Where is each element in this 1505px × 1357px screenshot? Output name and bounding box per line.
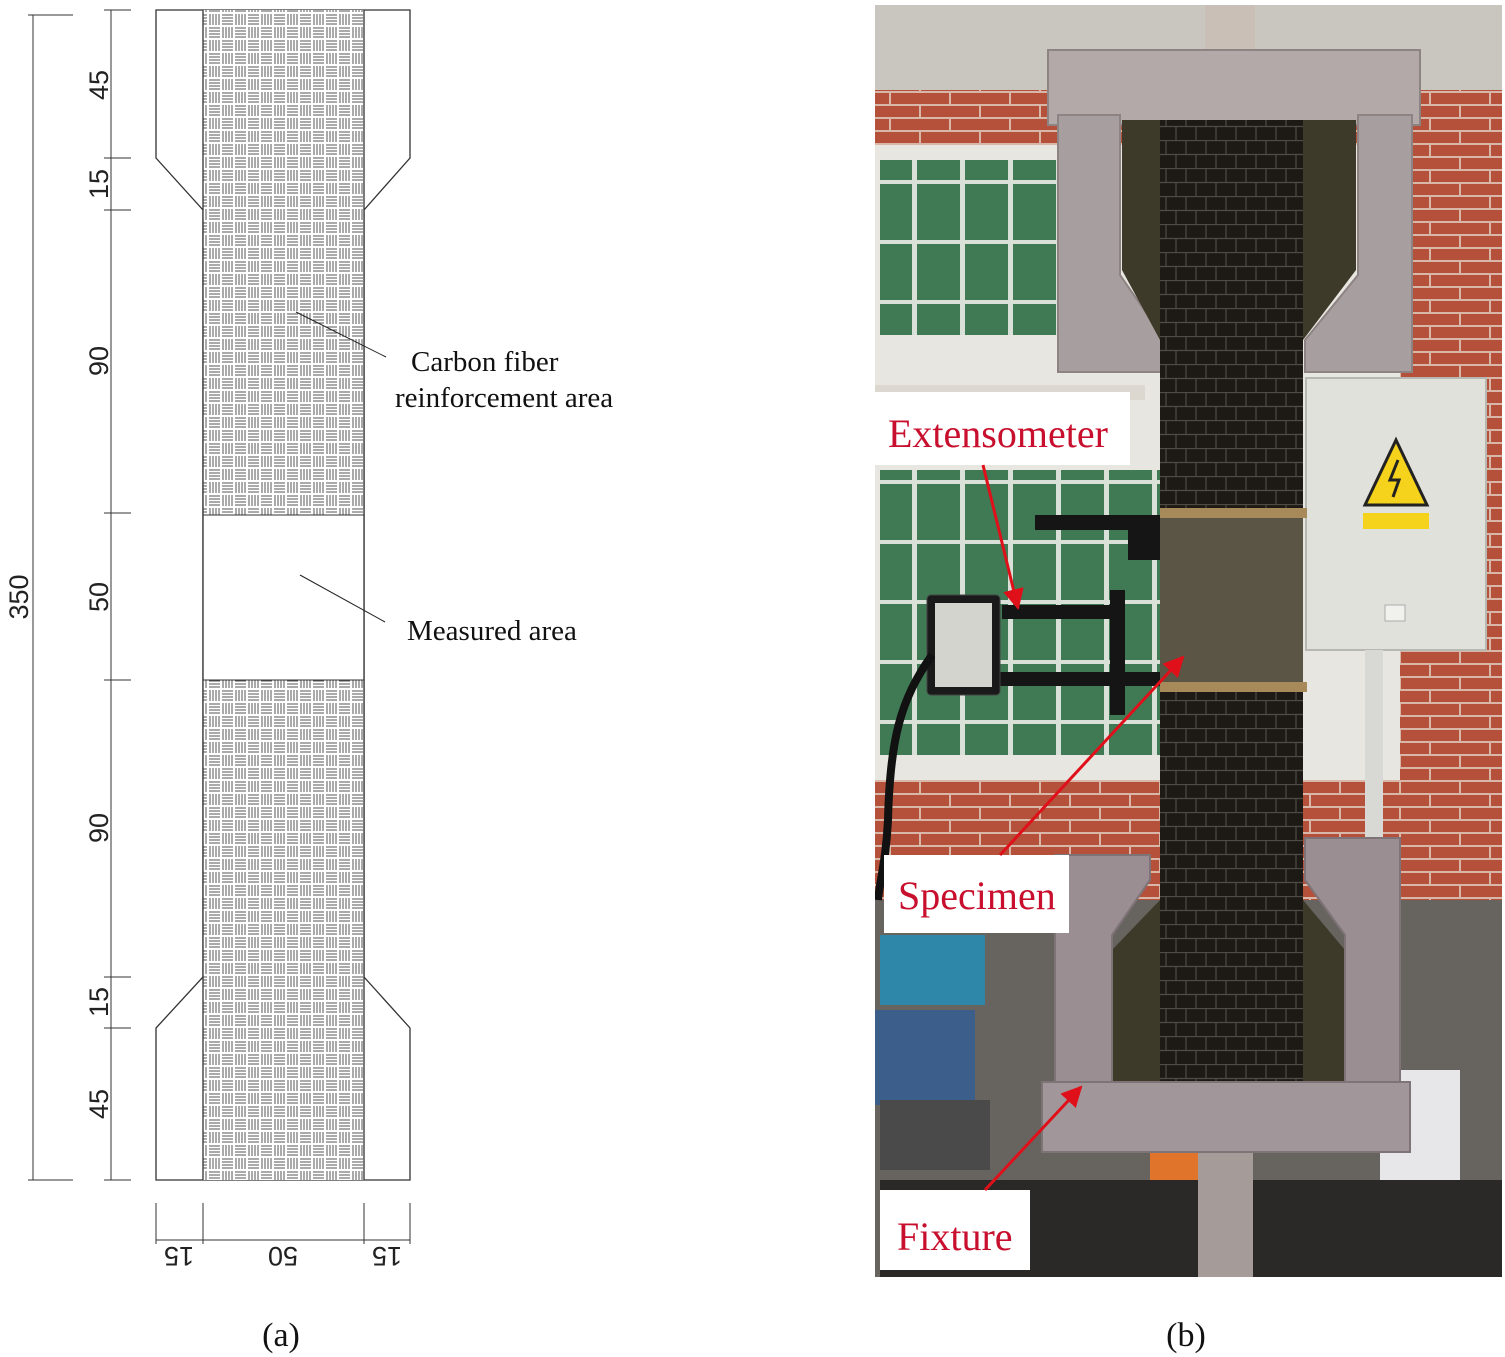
dim-v1: 45 (84, 70, 114, 100)
label-extensometer: Extensometer (888, 411, 1108, 456)
arrow-extensometer (981, 464, 1024, 611)
dim-v2: 15 (84, 169, 114, 199)
lower-fixture (1041, 837, 1411, 1153)
specimen-label-box (884, 855, 1069, 933)
label-fixture: Fixture (897, 1214, 1013, 1259)
leader-measured (299, 574, 386, 623)
upper-fixture (1047, 49, 1421, 373)
panel-b-photo: Extensometer Specimen Fixture (b) (875, 5, 1502, 1354)
label-carbon-line1: Carbon fiber (411, 346, 559, 378)
measured-area (202, 514, 365, 681)
dim-h1: 15 (164, 1241, 194, 1271)
dim-v5: 90 (84, 813, 114, 843)
photo-specimen (1112, 120, 1356, 1085)
fixture-label-box (880, 1190, 1030, 1270)
panel-a-drawing: 350 45 15 90 50 90 15 45 15 50 15 Carbon… (4, 9, 613, 1354)
carbon-fiber-area-bottom (203, 680, 364, 1180)
dim-v3: 90 (84, 346, 114, 376)
window-upper (880, 160, 1060, 335)
caption-a: (a) (262, 1317, 300, 1354)
extensometer-label-box (875, 392, 1130, 465)
arrow-fixture (983, 1085, 1083, 1192)
caption-b: (b) (1166, 1317, 1206, 1354)
arrow-specimen (998, 655, 1185, 857)
dim-v4: 50 (84, 582, 114, 612)
leader-carbon (295, 311, 387, 358)
label-measured: Measured area (407, 615, 577, 647)
label-specimen: Specimen (898, 873, 1056, 918)
dim-v7: 45 (84, 1089, 114, 1119)
label-carbon-line2: reinforcement area (395, 382, 613, 414)
total-dimension-line (28, 14, 73, 1181)
dim-h3: 15 (372, 1241, 402, 1271)
dim-v6: 15 (84, 987, 114, 1017)
dim-h2: 50 (268, 1241, 298, 1271)
bottom-dimension-line (155, 1203, 411, 1244)
warning-icon (1362, 436, 1430, 507)
extensometer-device (875, 515, 1160, 901)
carbon-fiber-area-top (203, 10, 364, 515)
segment-dimension-line (104, 9, 131, 1181)
dim-total: 350 (4, 574, 34, 619)
